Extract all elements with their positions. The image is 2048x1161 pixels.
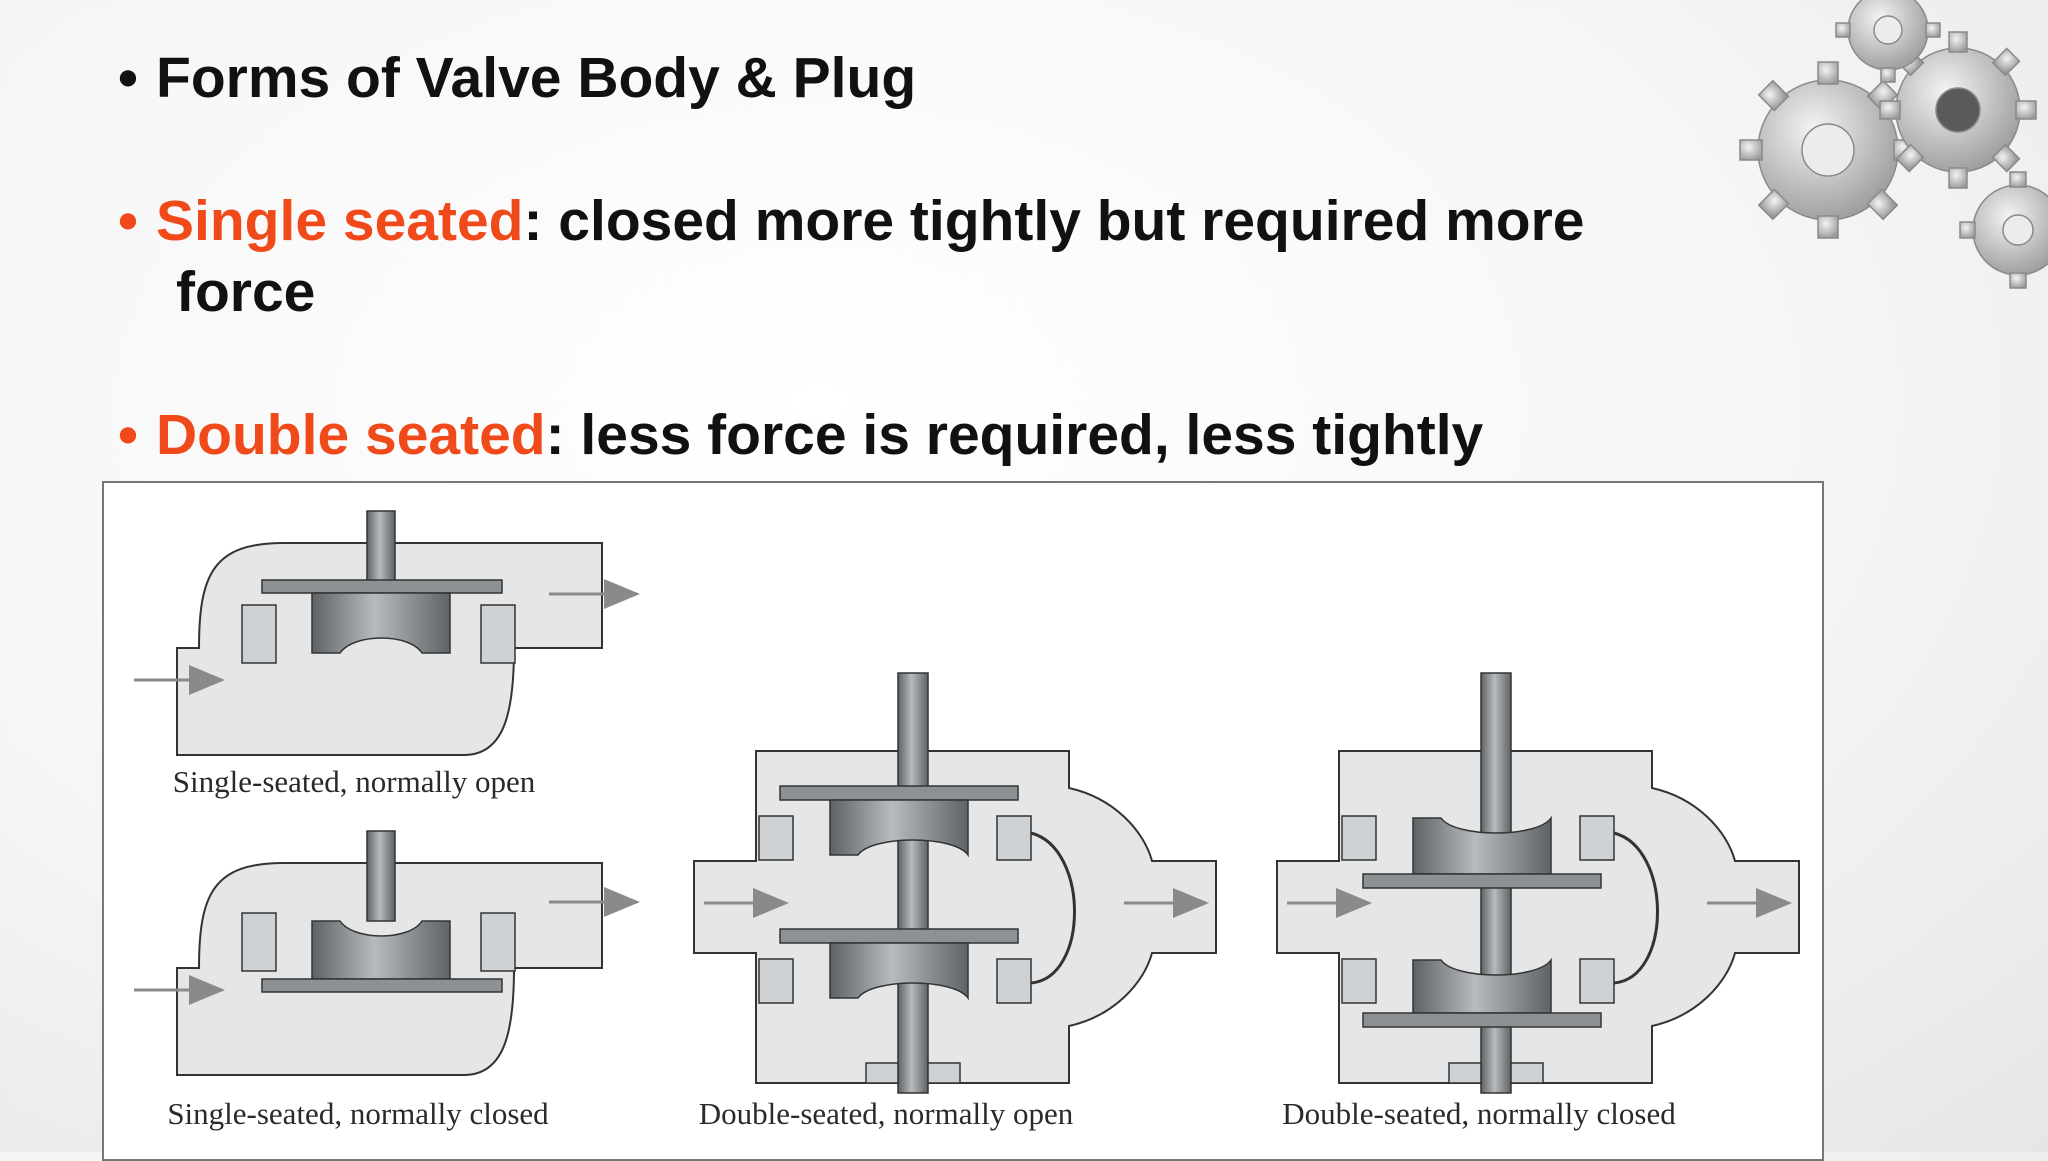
valve-body — [176, 542, 603, 756]
valve-plug — [829, 799, 969, 858]
valve-diagram-figure: Single-seated, normally open Single-seat… — [102, 481, 1824, 1161]
valve-stem — [366, 830, 396, 922]
valve-seat — [241, 912, 277, 972]
gears-icon — [1739, 0, 2048, 289]
double-seated-term: Double seated — [156, 403, 546, 467]
valve-body — [1276, 750, 1800, 1084]
plug-disc — [1362, 1012, 1602, 1028]
valve-seat — [241, 604, 277, 664]
plug-disc — [1362, 873, 1602, 889]
single-seated-description: : closed more tightly but required more — [523, 189, 1585, 253]
valve-seat — [1579, 815, 1615, 861]
valve-plug — [311, 592, 451, 654]
plug-disc — [779, 785, 1019, 801]
valve-seat — [1579, 958, 1615, 1004]
valve-partition — [1030, 831, 1076, 985]
caption-single-seated-normally-closed: Single-seated, normally closed — [167, 1096, 549, 1131]
single-seated-bullet: • Single seated: closed more tightly but … — [118, 185, 1584, 257]
valve-plug — [1412, 957, 1552, 1014]
stem-guide — [1448, 1062, 1482, 1084]
valve-seat — [1341, 815, 1377, 861]
valve-seat — [996, 958, 1032, 1004]
valve-seat — [996, 815, 1032, 861]
double-seated-normally-closed-valve — [1276, 672, 1800, 1094]
valve-seat — [1341, 958, 1377, 1004]
valve-plug — [829, 942, 969, 1001]
caption-single-seated-normally-open: Single-seated, normally open — [172, 764, 536, 799]
valve-plug — [311, 920, 451, 980]
single-seated-term: Single seated — [156, 189, 524, 253]
double-seated-description: : less force is required, less tightly — [545, 403, 1484, 467]
plug-disc — [261, 978, 503, 993]
valve-seat — [480, 604, 516, 664]
slide-title: Forms of Valve Body & Plug — [156, 46, 917, 110]
valve-body — [693, 750, 1217, 1084]
double-seated-bullet: • Double seated: less force is required, … — [118, 399, 1483, 471]
bullet-marker: • — [118, 189, 138, 253]
caption-double-seated-normally-open: Double-seated, normally open — [698, 1096, 1074, 1131]
slide-title-bullet: • Forms of Valve Body & Plug — [118, 42, 916, 114]
single-seated-normally-open-valve — [134, 510, 640, 756]
single-seated-normally-closed-valve — [134, 830, 640, 1076]
stem-guide — [865, 1062, 899, 1084]
plug-disc — [779, 928, 1019, 944]
caption-double-seated-normally-closed: Double-seated, normally closed — [1282, 1096, 1676, 1131]
valve-stem — [897, 672, 929, 1094]
plug-disc — [261, 579, 503, 594]
bullet-marker: • — [118, 46, 138, 110]
stem-guide — [927, 1062, 961, 1084]
double-seated-normally-open-valve — [693, 672, 1217, 1094]
valve-plug — [1412, 815, 1552, 875]
stem-guide — [1510, 1062, 1544, 1084]
valve-seat — [758, 958, 794, 1004]
single-seated-description-continued: force — [176, 260, 316, 324]
valve-seat — [758, 815, 794, 861]
bullet-marker: • — [118, 403, 138, 467]
valve-partition — [1613, 831, 1659, 985]
valve-seat — [480, 912, 516, 972]
